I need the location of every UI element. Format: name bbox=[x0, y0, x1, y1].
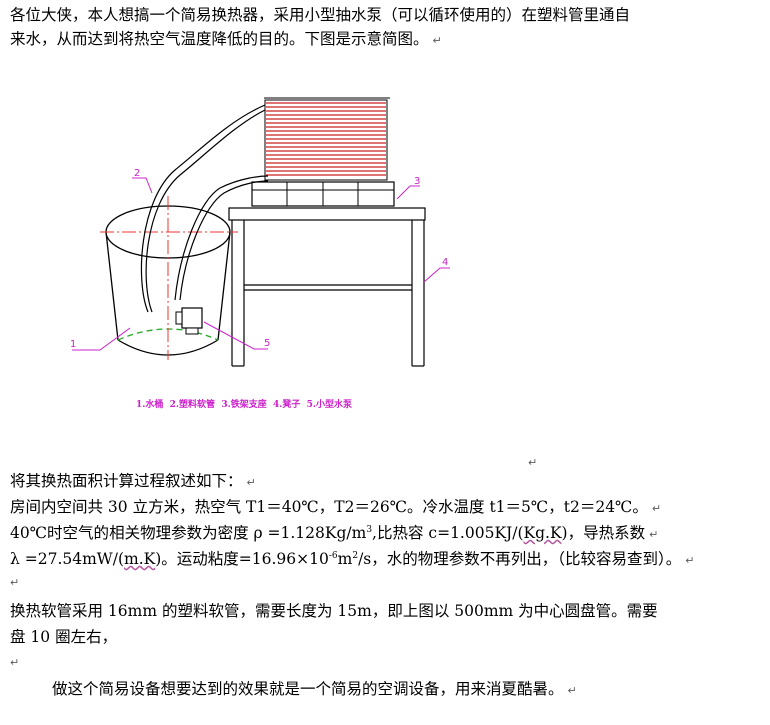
callout-1: 1 bbox=[70, 339, 76, 350]
conductivity-text: λ =27.54mW/( bbox=[10, 550, 125, 568]
paragraph-mark: ↵ bbox=[246, 476, 256, 489]
viscosity-text: )。运动粘度=16.96×10 bbox=[155, 550, 329, 568]
intro-line-2-text: 来水，从而达到将热空气温度降低的目的。下图是示意简图。 bbox=[10, 30, 429, 48]
heat-exchanger-diagram: 1 2 3 4 5 1.水桶 2.塑料软管 3.铁架支座 4.凳子 5.小型水泵 bbox=[70, 97, 450, 410]
paragraph-air-props: 40℃时空气的相关物理参数为密度 ρ =1.128Kg/m3,比热容 c=1.0… bbox=[10, 522, 658, 546]
paragraph-mark: ↵ bbox=[651, 502, 662, 515]
viscosity-unit: m bbox=[337, 550, 353, 568]
heat-capacity-text: ,比热容 c=1.005KJ/( bbox=[372, 524, 524, 542]
paragraph-mark: ↵ bbox=[567, 684, 577, 697]
paragraph-mark: ↵ bbox=[432, 34, 442, 47]
diagram-legend: 1.水桶 2.塑料软管 3.铁架支座 4.凳子 5.小型水泵 bbox=[136, 398, 353, 410]
paragraph-mark: ↵ bbox=[649, 528, 659, 541]
conductivity-label: )，导热系数 bbox=[561, 524, 646, 542]
intro-line-2: 来水，从而达到将热空气温度降低的目的。下图是示意简图。↵ bbox=[10, 28, 442, 52]
air-density-text: 40℃时空气的相关物理参数为密度 ρ =1.128Kg/m bbox=[10, 524, 367, 542]
coil-heat-exchanger bbox=[264, 97, 390, 181]
water-bucket bbox=[100, 196, 238, 360]
small-water-pump bbox=[175, 307, 203, 335]
paragraph-mark: ↵ bbox=[10, 576, 20, 589]
callout-4: 4 bbox=[442, 257, 448, 268]
coil-turns bbox=[266, 102, 386, 176]
paragraph-conductivity: λ =27.54mW/(m.K)。运动粘度=16.96×10-6m2/s，水的物… bbox=[10, 548, 694, 572]
iron-frame-support bbox=[251, 181, 395, 207]
callout-3: 3 bbox=[414, 176, 420, 187]
water-props-note: /s，水的物理参数不再列出，（比较容易查到）。 bbox=[358, 550, 682, 568]
heat-capacity-unit: Kg.K bbox=[523, 524, 562, 542]
paragraph-goal: 做这个简易设备想要达到的效果就是一个简易的空调设备，用来消夏酷暑。↵ bbox=[52, 678, 577, 702]
intro-line-1: 各位大侠，本人想搞一个简易换热器，采用小型抽水泵（可以循环使用的）在塑料管里通自 bbox=[10, 6, 631, 24]
paragraph-mark: ↵ bbox=[685, 554, 695, 567]
paragraph-mark: ↵ bbox=[528, 456, 538, 469]
calc-heading-text: 将其换热面积计算过程叙述如下： bbox=[10, 472, 243, 490]
conductivity-unit: m.K bbox=[124, 550, 156, 568]
paragraph-hose: 换热软管采用 16mm 的塑料软管，需要长度为 15m，即上图以 500mm 为… bbox=[10, 602, 658, 620]
viscosity-exponent: -6 bbox=[328, 550, 338, 561]
room-text: 房间内空间共 30 立方米，热空气 T1＝40℃，T2＝26℃。冷水温度 t1＝… bbox=[10, 498, 648, 516]
paragraph-room: 房间内空间共 30 立方米，热空气 T1＝40℃，T2＝26℃。冷水温度 t1＝… bbox=[10, 496, 661, 520]
callout-5: 5 bbox=[264, 338, 270, 349]
coil-frame bbox=[264, 99, 388, 181]
callout-2: 2 bbox=[134, 168, 140, 179]
plastic-hose bbox=[140, 104, 269, 313]
viscosity-unit-sup: 2 bbox=[352, 550, 359, 561]
callout-labels: 1 2 3 4 5 bbox=[70, 168, 448, 350]
paragraph-mark: ↵ bbox=[10, 656, 20, 669]
goal-text: 做这个简易设备想要达到的效果就是一个简易的空调设备，用来消夏酷暑。 bbox=[52, 680, 564, 698]
paragraph-coils: 盘 10 圈左右， bbox=[10, 628, 118, 646]
calc-heading: 将其换热面积计算过程叙述如下：↵ bbox=[10, 470, 256, 494]
callout-lines bbox=[72, 177, 450, 351]
density-unit-sup: 3 bbox=[366, 524, 373, 535]
stool bbox=[228, 207, 426, 367]
